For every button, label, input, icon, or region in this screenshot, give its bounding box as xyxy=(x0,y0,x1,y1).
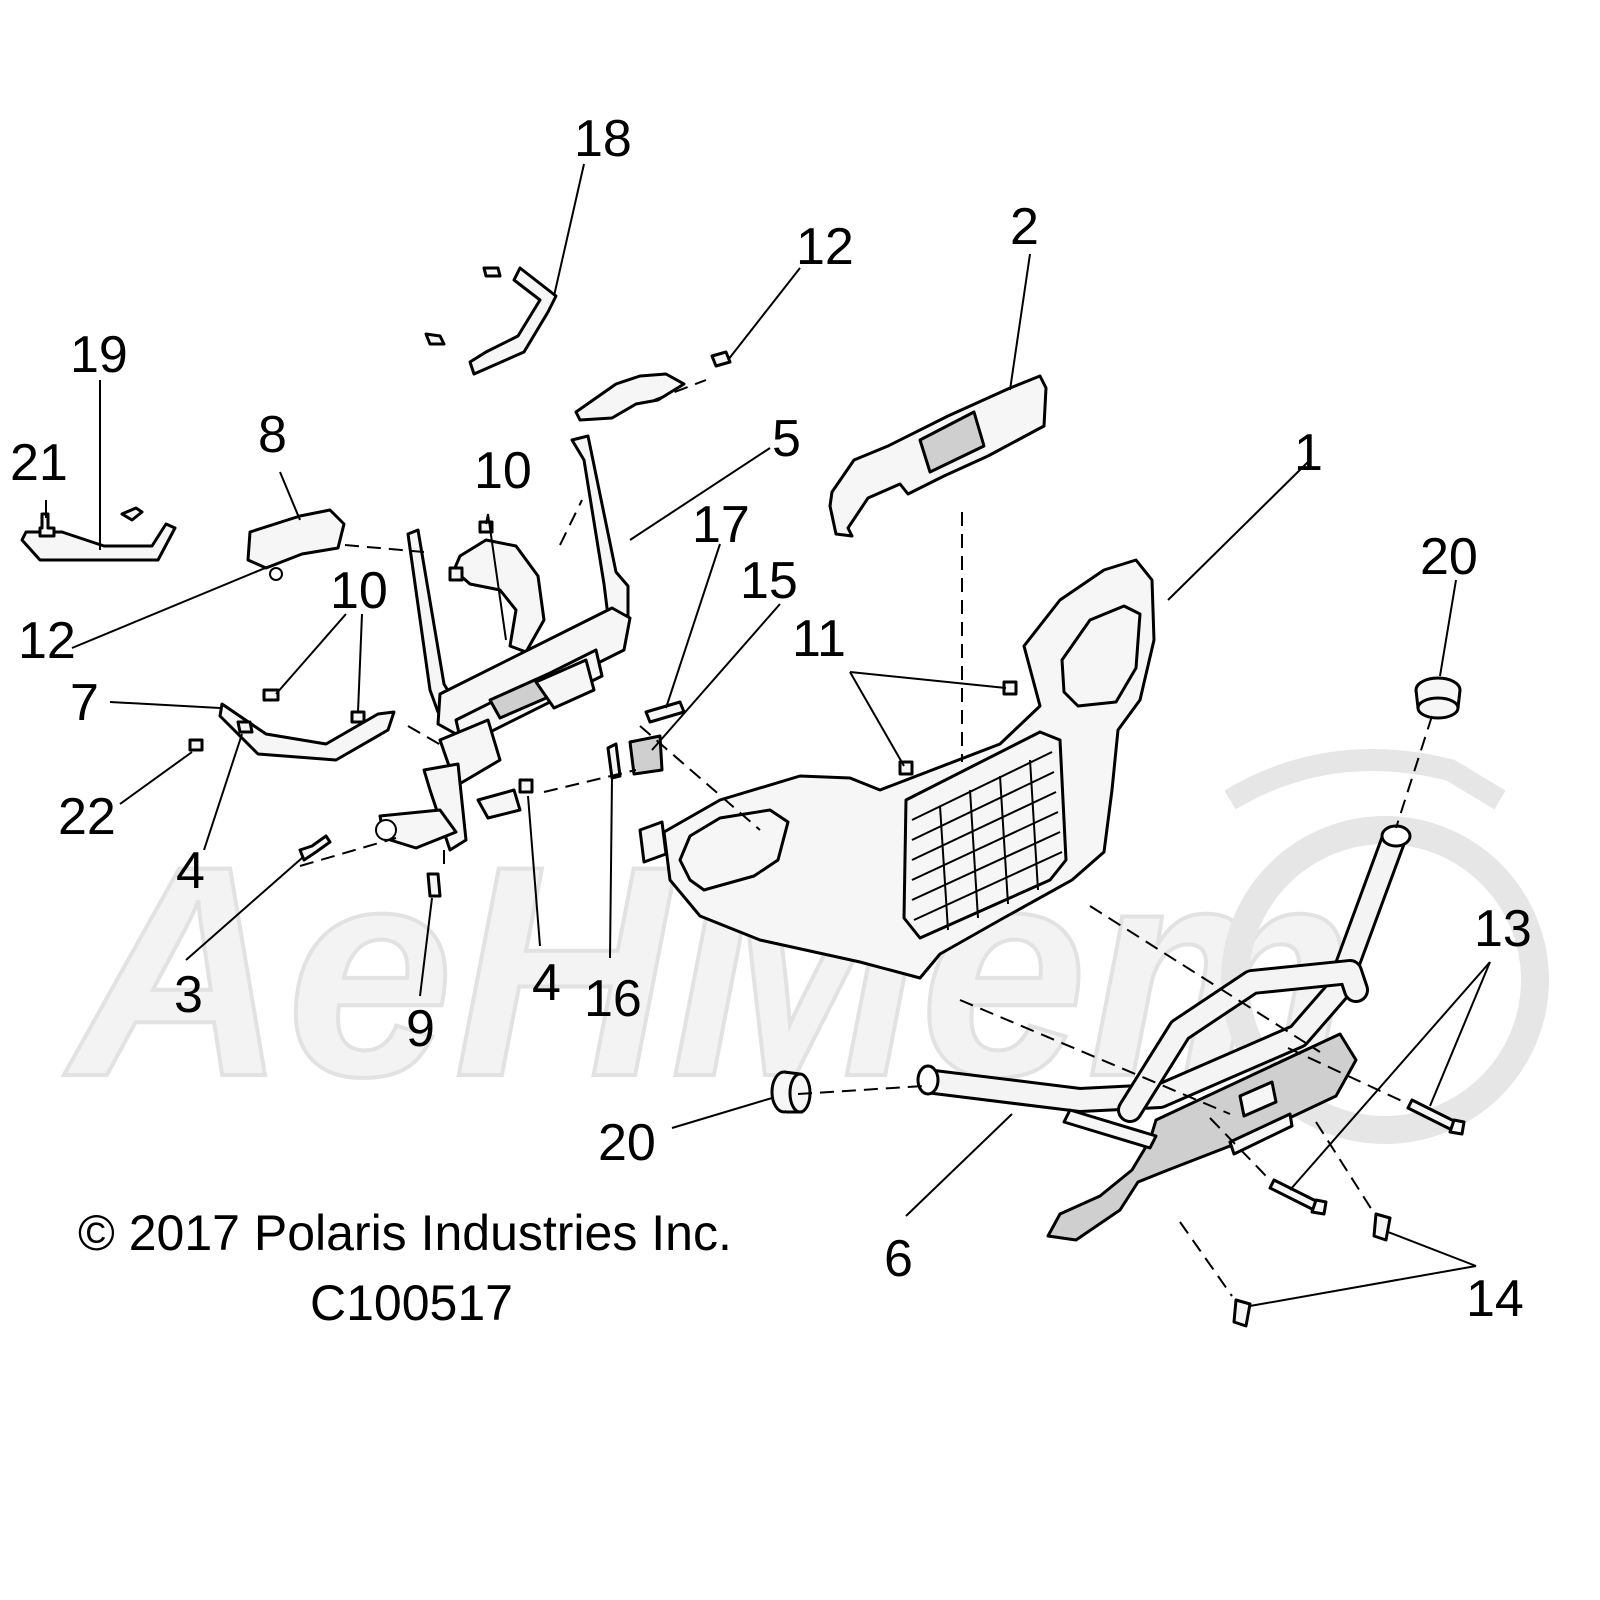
callout-21: 21 xyxy=(10,434,68,492)
part-19-screw xyxy=(120,506,144,522)
part-9-bolt xyxy=(426,872,442,898)
callout-16: 16 xyxy=(584,970,642,1028)
part-8-bracket xyxy=(246,508,346,581)
callout-12-lower: 12 xyxy=(18,612,76,670)
callout-11: 11 xyxy=(792,610,846,668)
part-4-nut-a xyxy=(236,720,254,734)
part-16-clip xyxy=(606,742,622,780)
callout-8: 8 xyxy=(258,406,287,464)
part-10-nut-a xyxy=(262,688,280,702)
part-2-support xyxy=(828,374,1048,538)
callout-9: 9 xyxy=(406,1000,435,1058)
assembly-lines xyxy=(299,379,1433,1297)
callout-10-upper: 10 xyxy=(474,442,532,500)
callout-14: 14 xyxy=(1466,1270,1524,1328)
part-6-bumper xyxy=(916,824,1412,1242)
callout-7: 7 xyxy=(70,674,99,732)
part-1-grille-assembly xyxy=(638,558,1156,980)
callout-6: 6 xyxy=(884,1230,913,1288)
part-1-grille-mesh xyxy=(911,751,1063,931)
callout-22: 22 xyxy=(58,788,116,846)
callout-18: 18 xyxy=(574,110,632,168)
hardware xyxy=(188,688,686,898)
part-20-grommet-lower xyxy=(770,1070,812,1114)
callout-17: 17 xyxy=(692,496,750,554)
part-10-nut-b xyxy=(350,710,366,724)
part-14-screw-b xyxy=(1232,1298,1252,1328)
part-18-brace xyxy=(424,266,558,376)
callout-12-upper: 12 xyxy=(796,218,854,276)
part-14-screw-a xyxy=(1372,1212,1392,1242)
diagram-code: C100517 xyxy=(310,1275,513,1331)
part-21-screw xyxy=(38,512,56,538)
part-20-grommet-upper xyxy=(1414,676,1462,720)
part-4-nut-b xyxy=(518,778,534,794)
part-22-screw xyxy=(188,738,204,752)
part-7-brace xyxy=(218,702,396,762)
callout-1: 1 xyxy=(1294,424,1323,482)
callout-10-lower: 10 xyxy=(330,562,388,620)
callout-13: 13 xyxy=(1474,900,1532,958)
callout-20-upper: 20 xyxy=(1420,528,1478,586)
part-12-bracket-upper xyxy=(574,350,732,422)
callout-19: 19 xyxy=(70,326,128,384)
callout-2: 2 xyxy=(1010,198,1039,256)
part-10-shield xyxy=(448,520,546,654)
callouts: 1 2 3 4 4 5 6 7 8 9 10 10 11 12 12 13 14… xyxy=(10,110,1532,1328)
callout-15: 15 xyxy=(740,552,798,610)
callout-3: 3 xyxy=(174,966,203,1024)
callout-4-left: 4 xyxy=(176,842,205,900)
bumper-bolts xyxy=(1232,1098,1466,1328)
callout-4-center: 4 xyxy=(532,954,561,1012)
part-3-bolt xyxy=(298,834,332,862)
part-5-frame xyxy=(375,434,632,852)
watermark-handlebar xyxy=(1224,749,1506,810)
copyright-text: © 2017 Polaris Industries Inc. xyxy=(78,1205,732,1261)
callout-20-lower: 20 xyxy=(598,1114,656,1172)
callout-5: 5 xyxy=(772,410,801,468)
part-15-block xyxy=(628,734,664,776)
leader-lines xyxy=(45,163,1491,1307)
